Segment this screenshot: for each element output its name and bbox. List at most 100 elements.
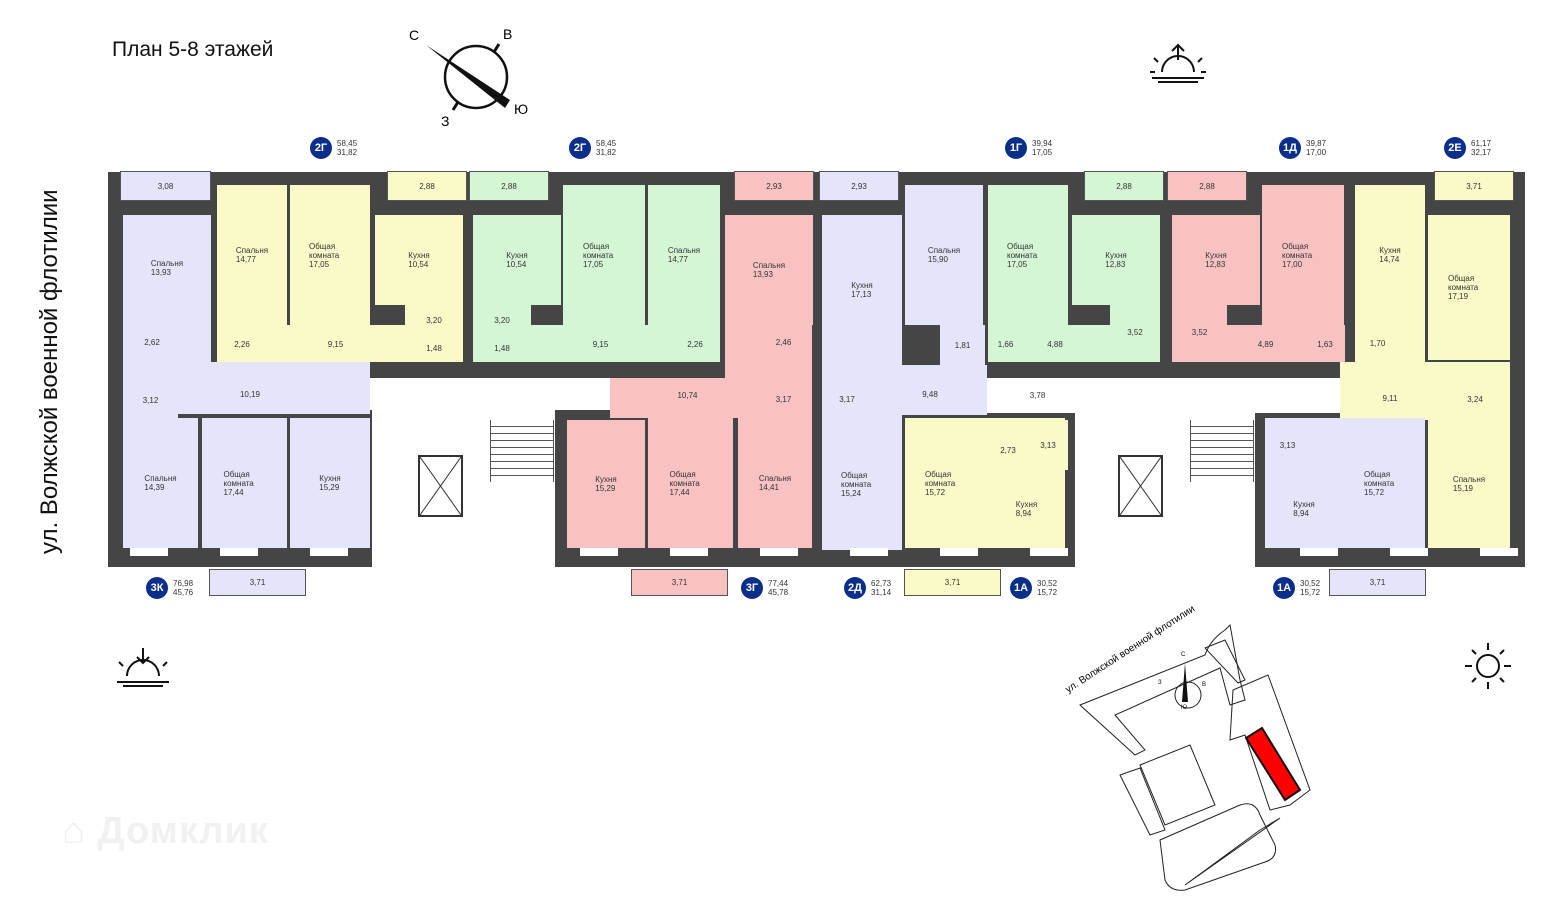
room: 3,13 <box>1028 420 1068 470</box>
room-name: Общая комната <box>1448 274 1479 292</box>
room-area: 14,41 <box>758 483 779 492</box>
room: 3,12 <box>123 378 178 423</box>
apartment-badge: 1А 30,52 15,72 <box>1273 577 1320 599</box>
stairs-icon <box>1190 420 1254 482</box>
compass-icon: С В Ю З <box>409 26 528 129</box>
room-label: 3,17 <box>776 395 792 404</box>
room: 9,11 <box>1340 378 1440 418</box>
room-area: 1,70 <box>1369 339 1386 348</box>
site-building-highlight <box>1244 726 1302 802</box>
living-area: 31,82 <box>337 148 358 157</box>
compass-north: С <box>409 27 419 43</box>
room-label: 4,89 <box>1258 340 1274 349</box>
watermark-logo: ⌂ Домклик <box>62 810 269 852</box>
room-area: 2,73 <box>1000 445 1016 455</box>
room-area: 13,93 <box>150 267 171 277</box>
room-area: 3,71 <box>1466 181 1482 191</box>
window <box>1480 548 1518 556</box>
landing-area: 3,78 <box>1029 390 1046 400</box>
compass-south: Ю <box>514 101 528 117</box>
apartment-badge: 2Г 58,45 31,82 <box>310 137 357 159</box>
room-area: 8,94 <box>1293 509 1309 518</box>
room: 1,66 <box>988 328 1023 360</box>
room-label: 3,20 <box>426 316 442 325</box>
window <box>850 548 888 556</box>
apartment-code: 1Г <box>1005 137 1027 159</box>
room-area: 3,52 <box>1191 328 1208 337</box>
room-label: 3,71 <box>1370 578 1386 587</box>
balcony: 3,71 <box>209 569 306 596</box>
sunrise-icon <box>1150 43 1206 83</box>
compass-east: В <box>503 26 512 42</box>
room-area: 3,20 <box>494 315 510 325</box>
room-area: 15,29 <box>595 484 616 493</box>
site-plan <box>1079 623 1311 891</box>
living-area: 31,14 <box>871 588 892 597</box>
room-area: 1,48 <box>494 344 510 353</box>
site-compass-east: В <box>1202 682 1206 688</box>
room-area: 14,39 <box>144 483 165 492</box>
living-area: 32,17 <box>1471 148 1492 157</box>
room-name: Общая комната <box>1364 469 1395 488</box>
room-area: 9,48 <box>922 389 938 399</box>
room-label: 3,52 <box>1192 328 1208 337</box>
balcony: 2,88 <box>1167 171 1247 201</box>
room-label: 2,93 <box>851 182 867 191</box>
room-name: Спальня <box>752 261 786 270</box>
apartment-badge: 1Д 39,87 17,00 <box>1279 137 1326 159</box>
room-area: 3,13 <box>1279 440 1296 450</box>
room-label: 3,20 <box>494 316 510 325</box>
room-label: 1,81 <box>955 341 971 350</box>
site-compass-west: З <box>1158 680 1162 686</box>
apartment-badge: 2Г 58,45 31,82 <box>569 137 616 159</box>
total-area: 30,52 <box>1300 579 1321 588</box>
room-area: 1,48 <box>426 344 442 353</box>
room: 3,52 <box>1110 305 1160 360</box>
apartment-code: 1А <box>1010 577 1032 599</box>
stairwell-area <box>108 165 1525 172</box>
living-area: 15,72 <box>1037 588 1058 597</box>
total-area: 39,87 <box>1306 139 1327 148</box>
room: 1,63 <box>1305 328 1345 360</box>
room: 1,70 <box>1355 325 1400 362</box>
room-name: Кухня <box>1015 500 1038 509</box>
living-area: 15,72 <box>1300 588 1321 597</box>
living-area: 45,76 <box>173 588 194 597</box>
room-label: 2,88 <box>1116 182 1132 191</box>
total-area: 77,44 <box>768 579 789 588</box>
room-area: 15,29 <box>319 483 340 492</box>
room-label: 2,73 <box>1000 446 1016 455</box>
balcony: 3,71 <box>1434 171 1514 201</box>
total-area: 62,73 <box>871 579 892 588</box>
room-area: 17,19 <box>1448 292 1469 301</box>
room-label: 3,52 <box>1127 328 1143 337</box>
stairwell-area <box>1250 378 1340 413</box>
room-area: 2,26 <box>234 339 250 349</box>
room-area: 15,24 <box>841 488 862 498</box>
elevator-icon <box>418 455 463 517</box>
window <box>1210 548 1248 556</box>
room-area: 1,81 <box>954 340 971 350</box>
window <box>220 548 258 556</box>
room-label: 3,13 <box>1040 441 1056 450</box>
apartment-badge: 3К 76,98 45,76 <box>146 577 193 599</box>
window <box>130 548 168 556</box>
room-label: 1,48 <box>426 344 442 353</box>
room-area: 10,54 <box>408 260 429 269</box>
room: 3,17 <box>822 378 872 420</box>
living-area: 31,82 <box>596 148 617 157</box>
